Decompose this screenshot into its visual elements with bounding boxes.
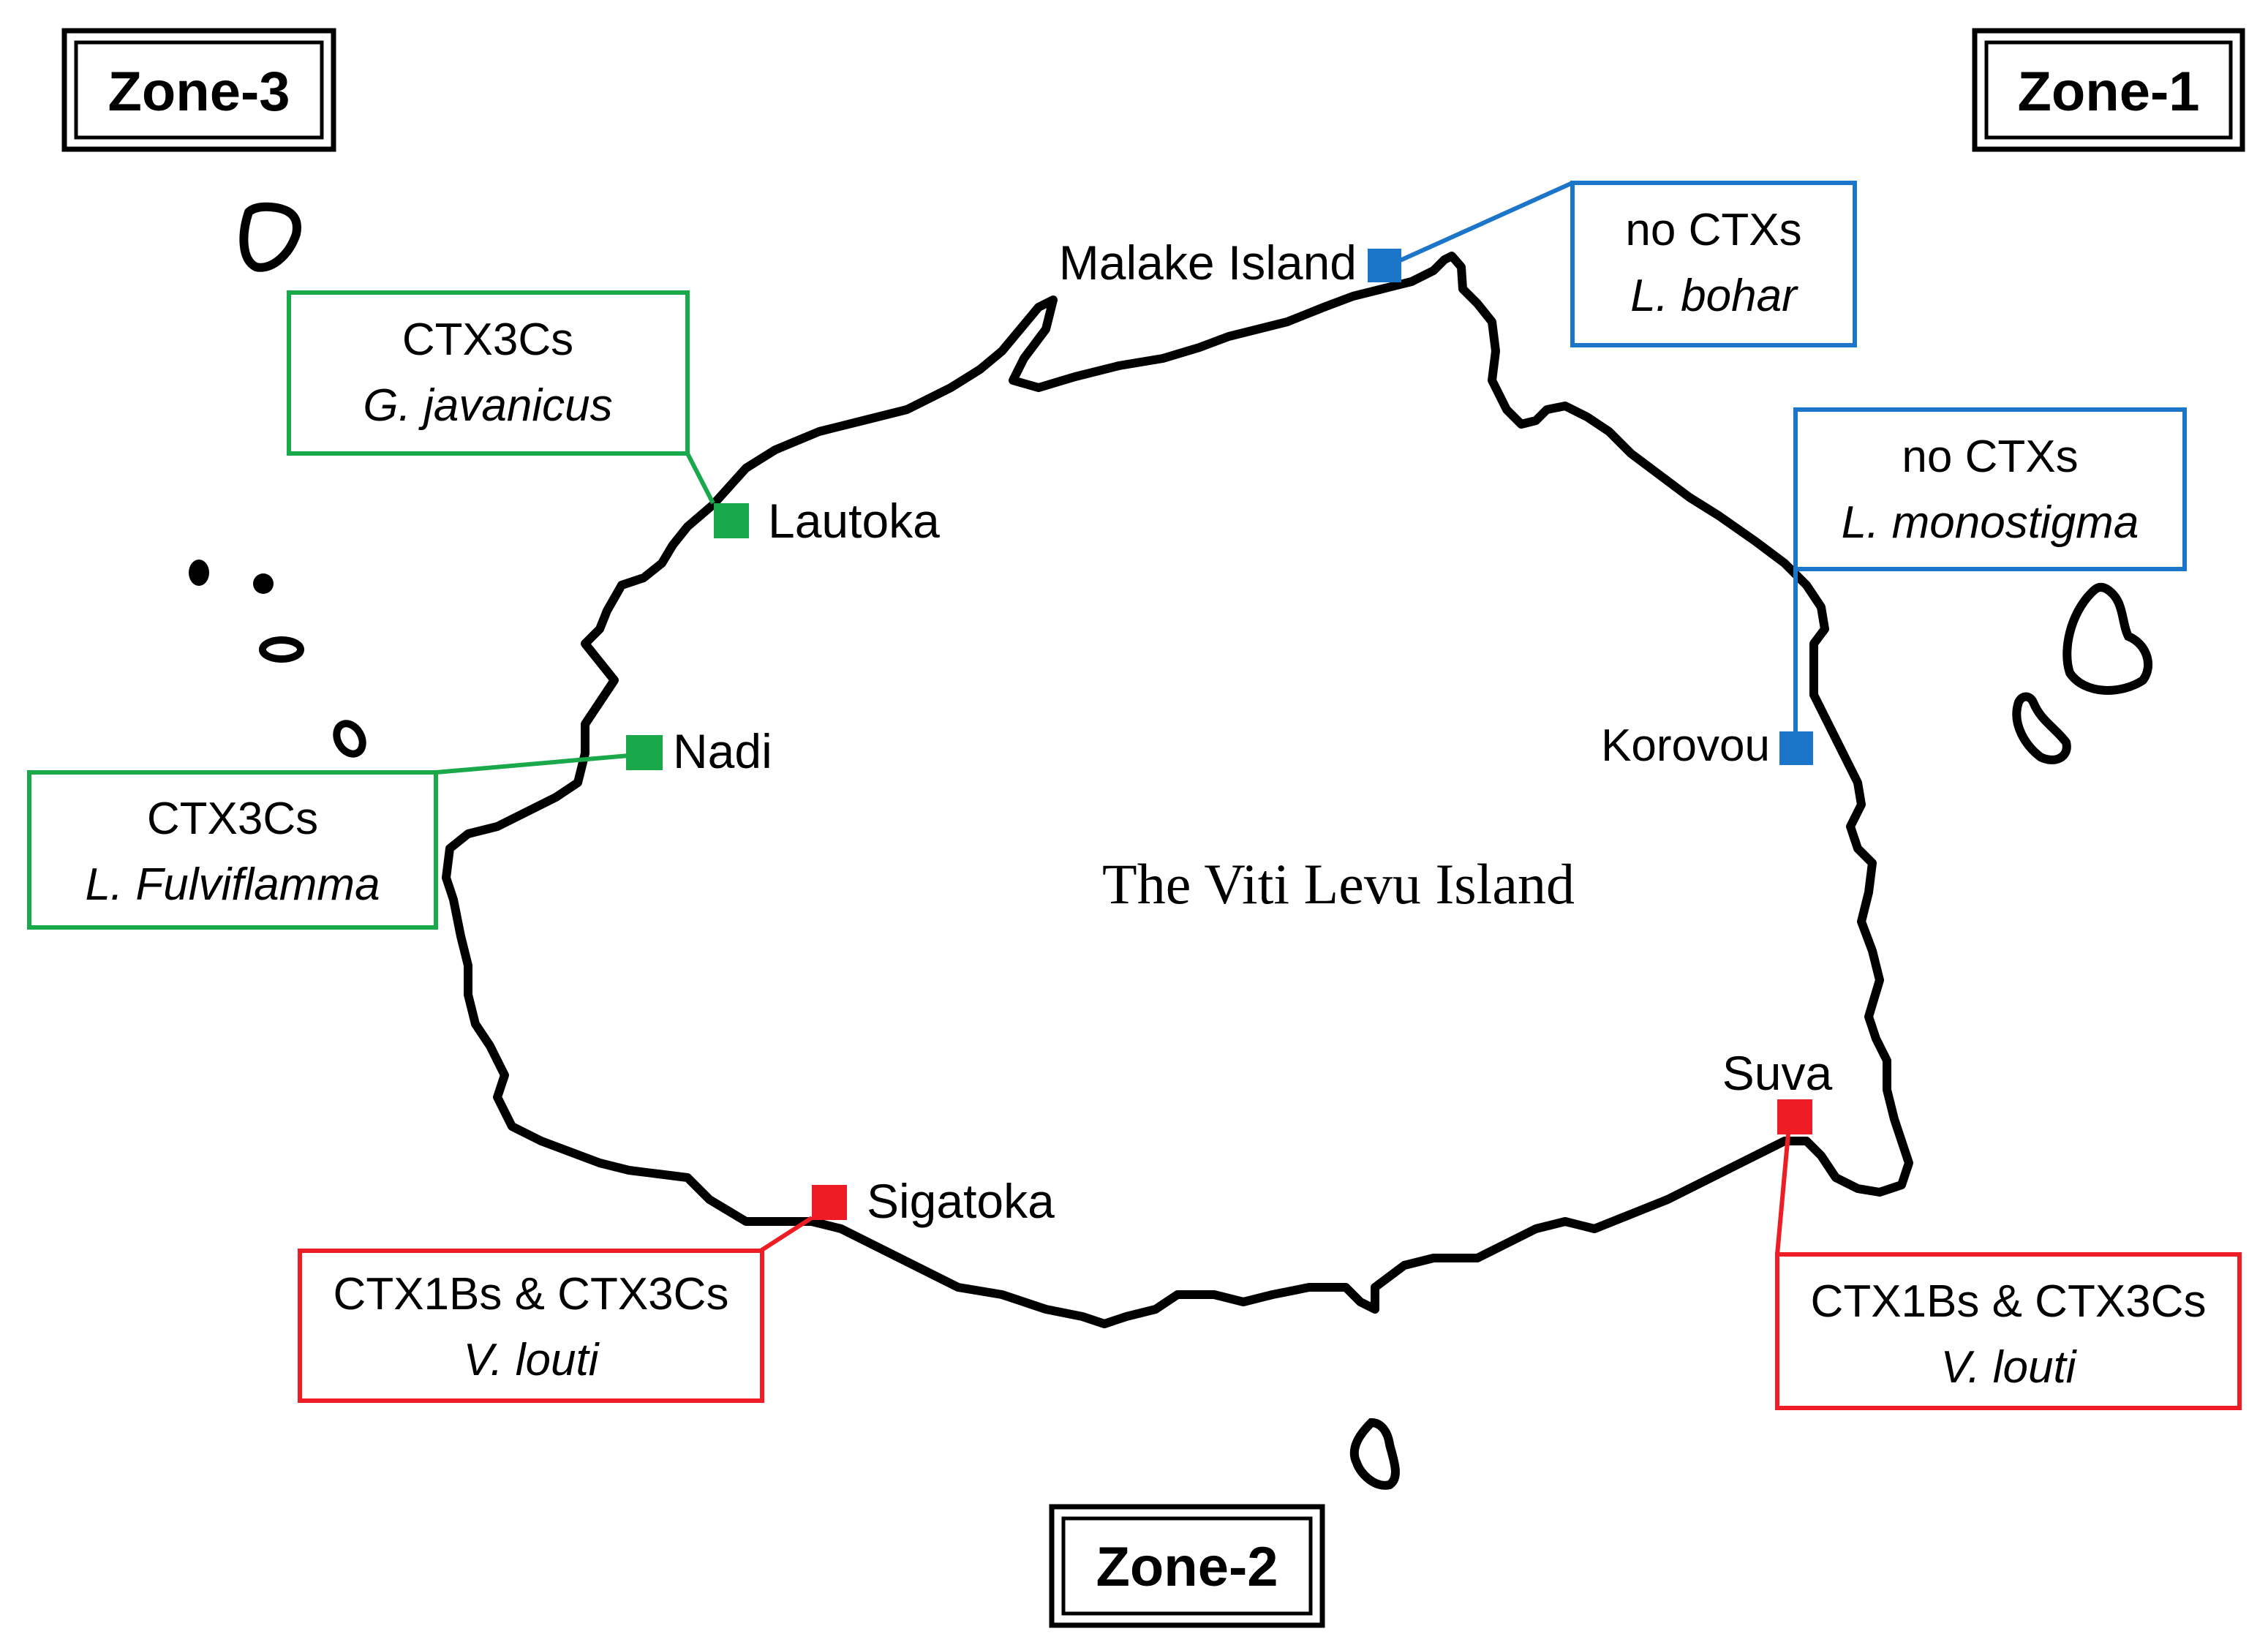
lautoka-connector (685, 452, 715, 505)
korovou-species: L. monostigma (1842, 497, 2139, 548)
korovou-toxin: no CTXs (1902, 432, 2078, 482)
island-west-2 (253, 573, 274, 594)
zone-3-box: Zone-3 (61, 28, 336, 152)
sigatoka-toxin: CTX1Bs & CTX3Cs (334, 1269, 729, 1319)
lautoka-marker (714, 503, 749, 538)
suva-species: V. louti (1941, 1342, 2078, 1393)
lautoka-info-box (287, 290, 690, 456)
malake-label: Malake Island (1059, 236, 1357, 290)
sigatoka-label: Sigatoka (867, 1174, 1055, 1228)
malake-info-box (1570, 181, 1857, 347)
malake-marker (1368, 249, 1401, 282)
zone-2-label: Zone-2 (1096, 1536, 1278, 1598)
sigatoka-connector (759, 1216, 813, 1253)
lautoka-species: G. javanicus (363, 380, 612, 431)
zone-2-box: Zone-2 (1049, 1504, 1325, 1628)
nadi-info-box (27, 770, 438, 930)
lautoka-label: Lautoka (768, 494, 940, 548)
zone-3-label: Zone-3 (108, 61, 290, 123)
island-south (1349, 1417, 1400, 1490)
island-northwest (239, 202, 301, 272)
island-west-3 (259, 636, 304, 663)
zone-1-box: Zone-1 (1972, 28, 2245, 152)
malake-connector (1395, 181, 1574, 264)
suva-label: Suva (1722, 1046, 1833, 1100)
island-west-4 (333, 720, 366, 758)
nadi-species: L. Fulviflamma (85, 859, 380, 910)
suva-info-box (1775, 1252, 2242, 1410)
lautoka-toxin: CTX3Cs (402, 315, 573, 365)
korovou-label: Korovou (1601, 720, 1770, 771)
island-east-large (2062, 582, 2153, 695)
suva-toxin: CTX1Bs & CTX3Cs (1811, 1276, 2207, 1327)
zone-1-label: Zone-1 (2017, 61, 2199, 123)
island-east-small (2012, 692, 2071, 764)
suva-marker (1777, 1099, 1812, 1134)
korovou-info-box (1793, 407, 2187, 571)
malake-toxin: no CTXs (1625, 205, 1801, 255)
island-west-1 (189, 560, 209, 586)
suva-connector (1775, 1133, 1790, 1255)
nadi-label: Nadi (673, 724, 772, 778)
island-title: The Viti Levu Island (1102, 852, 1575, 916)
viti-levu-coastline (442, 252, 1913, 1328)
korovou-marker (1779, 731, 1813, 765)
sigatoka-info-box (298, 1249, 764, 1403)
sigatoka-marker (812, 1185, 847, 1220)
malake-species: L. bohar (1630, 271, 1798, 321)
nadi-toxin: CTX3Cs (147, 794, 318, 844)
nadi-connector (435, 753, 630, 775)
nadi-marker (626, 735, 663, 770)
sigatoka-species: V. louti (464, 1335, 600, 1385)
